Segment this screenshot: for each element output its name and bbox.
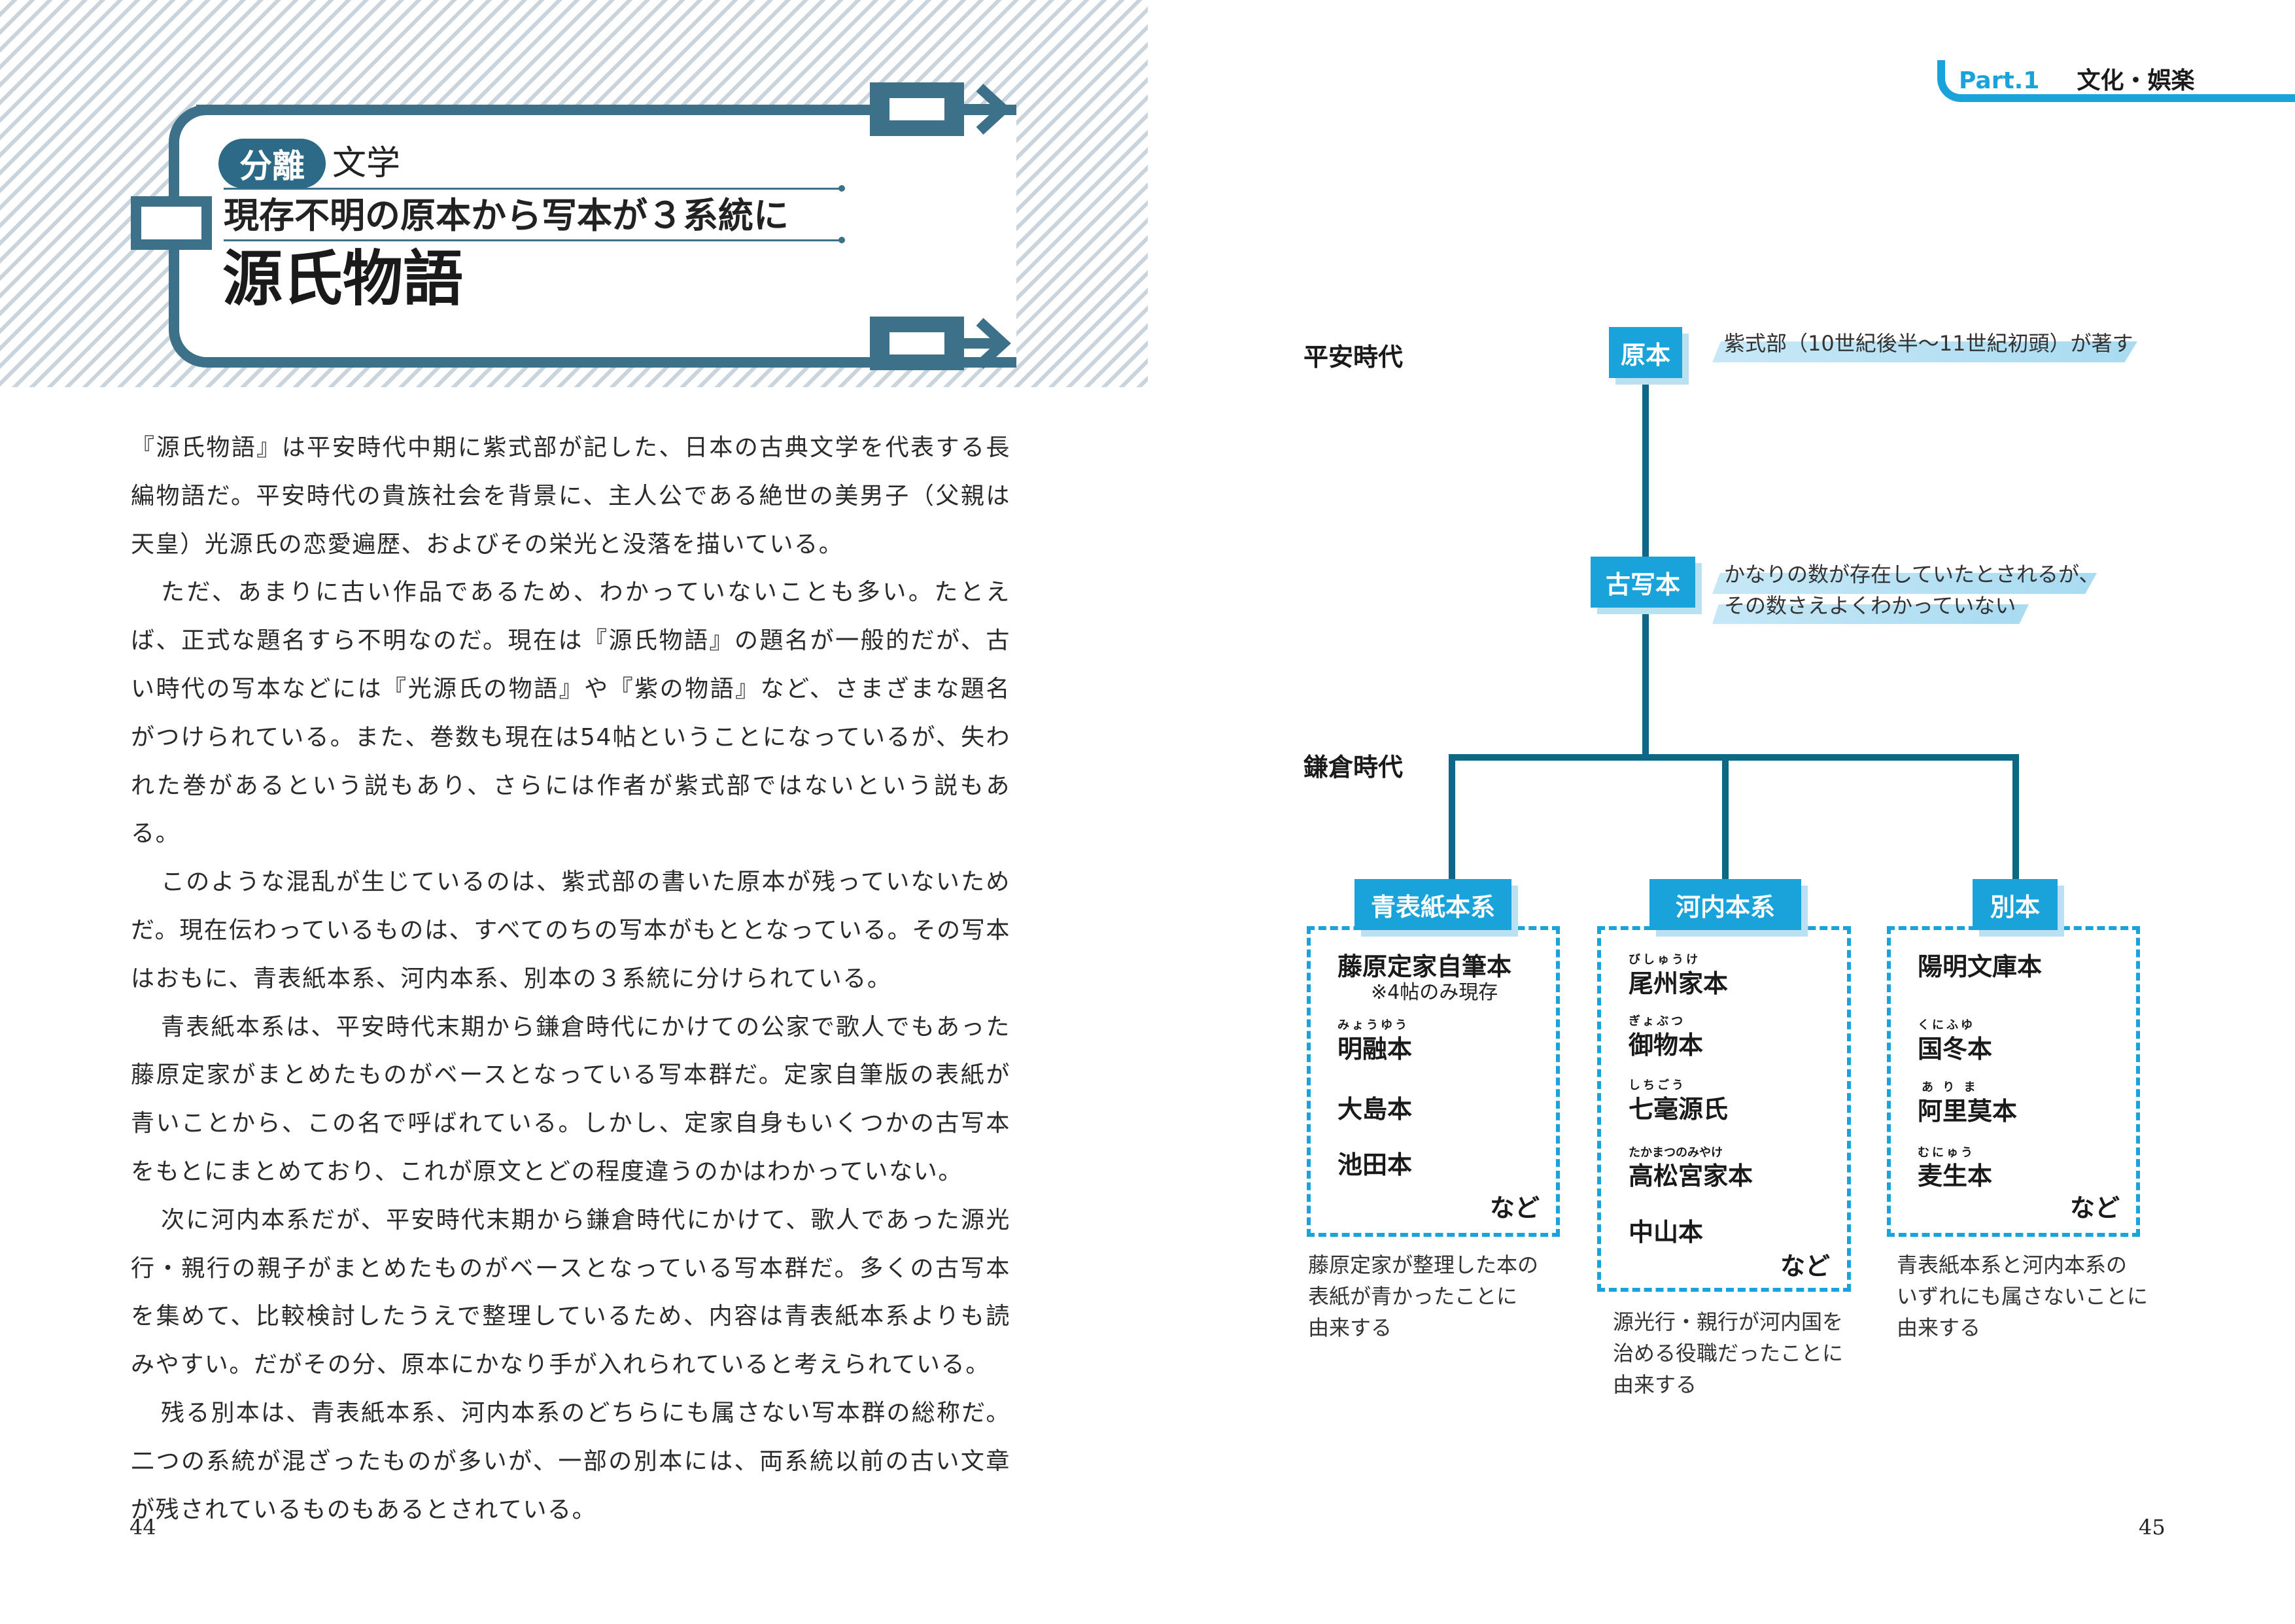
part-tab (1937, 60, 2295, 102)
group-etc: など (1490, 1194, 1540, 1222)
page-number-left: 44 (129, 1515, 156, 1540)
note-band (1712, 341, 2137, 362)
circuit-dot (838, 237, 845, 243)
body-paragraph: 『源氏物語』は平安時代中期に紫式部が記した、日本の古典文学を代表する長編物語だ。… (131, 434, 1010, 558)
tree-branch-line (2012, 754, 2019, 882)
circuit-dot (838, 185, 845, 192)
note-original: 紫式部（10世紀後半〜11世紀初頭）が著す (1724, 331, 2133, 356)
group-item: 陽明文庫本 (1918, 952, 2043, 981)
group-item-ruby: あ り ま (1922, 1080, 1978, 1094)
node-beppon: 別本 (1973, 879, 2058, 930)
circuit-line (224, 239, 842, 241)
node-old-copy: 古写本 (1591, 557, 1695, 608)
body-text: 『源氏物語』は平安時代中期に紫式部が記した、日本の古典文学を代表する長編物語だ。… (131, 424, 1010, 1534)
body-paragraph: このような混乱が生じているのは、紫式部の書いた原本が残っていないためだ。現在伝わ… (131, 869, 1010, 992)
node-kawachi: 河内本系 (1649, 879, 1801, 930)
group-caption-line: 由来する (1613, 1372, 1697, 1397)
group-caption-line: いずれにも属さないことに (1897, 1284, 2148, 1309)
category-label: 文学 (332, 144, 401, 183)
group-caption-line: 治める役職だったことに (1613, 1341, 1844, 1366)
group-item: 大島本 (1337, 1095, 1413, 1124)
part-number: Part.1 (1959, 67, 2040, 94)
body-paragraph: 次に河内本系だが、平安時代末期から鎌倉時代にかけて、歌人であった源光行・親行の親… (131, 1206, 1010, 1379)
group-caption-line: 由来する (1897, 1315, 1981, 1340)
node-original: 原本 (1609, 327, 1682, 378)
group-item: 池田本 (1337, 1150, 1413, 1179)
part-header: Part.1 文化・娯楽 (1959, 61, 2195, 95)
group-item: 高松宮家本 (1629, 1162, 1753, 1190)
tree-branch-line (1449, 754, 1455, 882)
page-number-right: 45 (2139, 1515, 2166, 1540)
era-heian: 平安時代 (1303, 343, 1404, 371)
tree-branch-line (1722, 754, 1729, 882)
left-connector-plug (131, 196, 212, 250)
subtitle: 現存不明の原本から写本が３系統に (224, 195, 789, 236)
group-item: 国冬本 (1918, 1035, 1993, 1063)
top-connector-plug-hole (889, 98, 944, 120)
group-item: 尾州家本 (1629, 969, 1729, 998)
group-etc: など (2070, 1194, 2120, 1222)
note-band (1712, 604, 2029, 624)
group-item: 七毫源氏 (1629, 1095, 1729, 1124)
node-aobyoshi: 青表紙本系 (1355, 879, 1511, 930)
body-paragraph: 残る別本は、青表紙本系、河内本系のどちらにも属さない写本群の総称だ。二つの系統が… (131, 1399, 1010, 1523)
group-caption-line: 由来する (1308, 1315, 1392, 1340)
bottom-connector-plug-hole (889, 332, 944, 354)
tree-branch-line (1449, 754, 2019, 761)
group-item-ruby: ぎょぶつ (1629, 1014, 1686, 1028)
circuit-line (224, 188, 842, 190)
group-item: 明融本 (1337, 1035, 1413, 1063)
group-item-ruby: びしゅうけ (1629, 953, 1700, 967)
group-item-ruby: しちごう (1629, 1079, 1686, 1092)
group-box-beppon (1887, 926, 2140, 1237)
group-item-ruby: たかまつのみやけ (1629, 1146, 1723, 1160)
note-band (1712, 573, 2097, 594)
group-caption-line: 青表紙本系と河内本系の (1897, 1253, 2128, 1277)
top-arrow-icon (961, 84, 1011, 135)
group-caption-line: 源光行・親行が河内国を (1613, 1309, 1844, 1334)
bottom-arrow-icon (961, 318, 1011, 369)
era-kamakura: 鎌倉時代 (1303, 753, 1404, 782)
body-paragraph: 青表紙本系は、平安時代末期から鎌倉時代にかけての公家で歌人でもあった藤原定家がま… (131, 1013, 1010, 1185)
note-old-copy-line: かなりの数が存在していたとされるが、 (1724, 562, 2100, 587)
group-item: 中山本 (1629, 1218, 1704, 1247)
group-item: 麦生本 (1918, 1162, 1993, 1190)
group-caption-line: 表紙が青かったことに (1308, 1284, 1518, 1309)
group-item: 藤原定家自筆本 (1337, 952, 1512, 981)
group-item-ruby: むにゅう (1918, 1146, 1975, 1160)
group-item: 御物本 (1629, 1031, 1704, 1060)
group-caption-line: 藤原定家が整理した本の (1308, 1253, 1539, 1277)
group-item-ruby: みょうゆう (1337, 1018, 1409, 1032)
part-title: 文化・娯楽 (2077, 67, 2195, 94)
body-paragraph: ただ、あまりに古い作品であるため、わかっていないことも多い。たとえば、正式な題名… (131, 579, 1010, 848)
group-etc: など (1780, 1252, 1831, 1281)
category-badge: 分離 (218, 139, 326, 188)
note-old-copy-line: その数さえよくわかっていない (1724, 593, 2016, 618)
group-item: 阿里莫本 (1918, 1097, 2018, 1126)
group-box-kawachi (1597, 926, 1851, 1292)
group-item-ruby: くにふゆ (1918, 1018, 1975, 1032)
group-item-note: ※4帖のみ現存 (1371, 981, 1498, 1004)
page-title: 源氏物語 (222, 244, 464, 314)
